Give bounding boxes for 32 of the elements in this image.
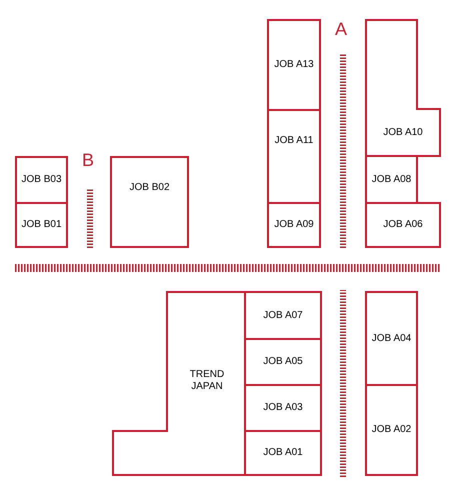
booth-box	[365, 155, 418, 204]
booth-label: JOB A13	[273, 59, 315, 71]
l-shaped-booth	[112, 291, 246, 476]
booth-label: JOB A05	[262, 356, 304, 368]
hall-letter: A	[335, 19, 348, 39]
booth-box	[267, 19, 321, 111]
booth-box	[110, 156, 189, 248]
hall-letter: B	[82, 150, 94, 170]
booth-label: JOB A08	[370, 174, 412, 186]
booth-box	[267, 202, 321, 248]
booth-box	[365, 384, 418, 476]
booth-label: JOB A04	[370, 332, 412, 344]
booth-label: TREND JAPAN	[188, 369, 226, 393]
booth-box	[244, 430, 322, 476]
booth-label: JOB B03	[20, 174, 63, 186]
booth-label: JOB A07	[262, 310, 304, 322]
booth-box	[244, 291, 322, 340]
booth-box	[267, 109, 321, 204]
booth-label: JOB A02	[370, 424, 412, 436]
booth-label: JOB A01	[262, 447, 304, 459]
booth-label: JOB A10	[382, 127, 424, 139]
booth-box	[365, 202, 441, 248]
booth-box	[15, 156, 68, 204]
booth-label: JOB B02	[128, 182, 171, 194]
booth-label: JOB A03	[262, 402, 304, 414]
booth-label: JOB A09	[273, 219, 315, 231]
l-shaped-booth	[365, 19, 441, 157]
booth-label: JOB A06	[382, 219, 424, 231]
booth-box	[15, 202, 68, 248]
booth-label: JOB A11	[274, 135, 314, 147]
booth-label: JOB B01	[20, 219, 63, 231]
booth-box	[365, 291, 418, 386]
